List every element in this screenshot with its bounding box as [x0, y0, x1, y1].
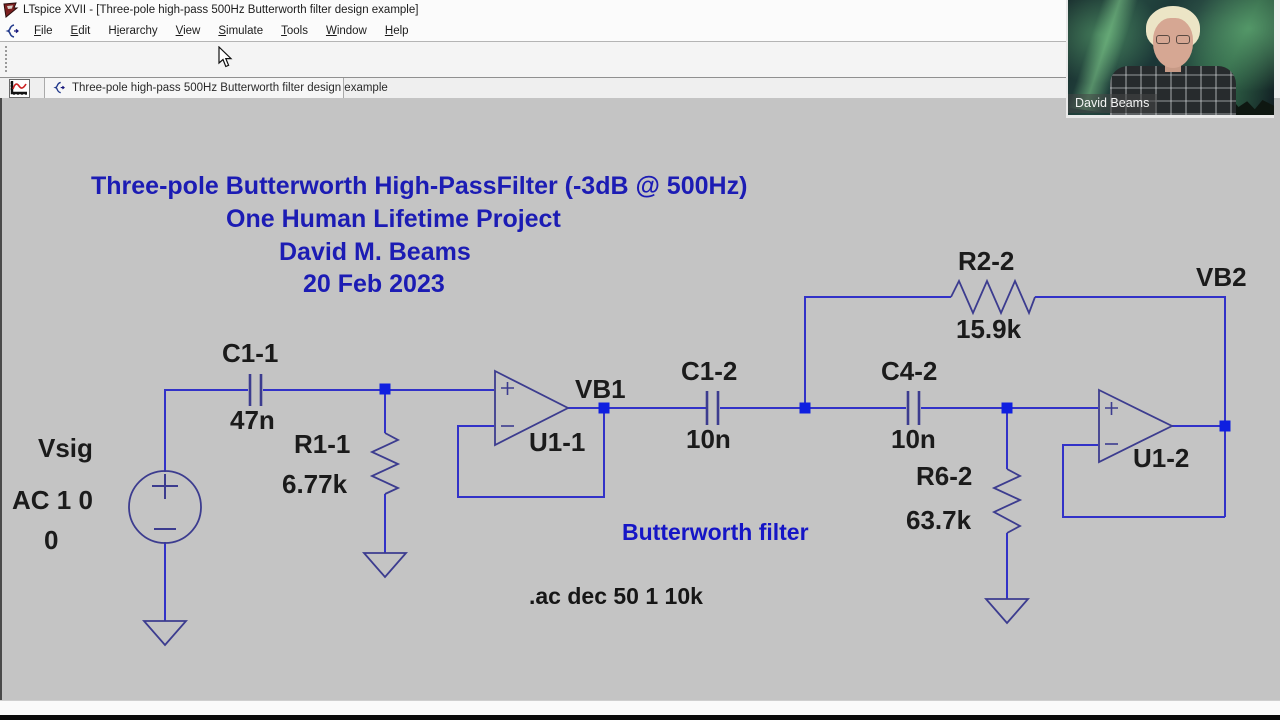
menu-edit[interactable]: Edit — [70, 24, 91, 37]
menu-simulate[interactable]: Simulate — [218, 24, 264, 37]
schematic-title-line4[interactable]: 20 Feb 2023 — [303, 270, 445, 298]
label-r1-1-ref[interactable]: R1-1 — [294, 429, 351, 459]
tab-schematic[interactable]: Three-pole high-pass 500Hz Butterworth f… — [44, 78, 388, 98]
tab-label: Three-pole high-pass 500Hz Butterworth f… — [72, 82, 388, 94]
label-c4-2-ref[interactable]: C4-2 — [881, 356, 938, 386]
menu-bar: File Edit Hierarchy View Simulate Tools Window… — [0, 21, 1280, 42]
webcam-name-tag: David Beams — [1068, 94, 1158, 113]
label-r2-2-value[interactable]: 15.9k — [956, 314, 1022, 344]
menu-view[interactable]: View — [175, 24, 201, 37]
menu-hierarchy[interactable]: Hierarchy — [108, 24, 158, 37]
label-r2-2-ref[interactable]: R2-2 — [958, 246, 1015, 276]
person-shirt — [1110, 66, 1236, 115]
label-r1-1-value[interactable]: 6.77k — [282, 469, 348, 499]
menu-help[interactable]: Help — [384, 24, 409, 37]
mouse-cursor — [218, 46, 233, 68]
status-bar — [0, 700, 1280, 716]
person-glasses — [1156, 35, 1190, 44]
right-edge — [1272, 0, 1280, 98]
window-title: LTspice XVII - [Three-pole high-pass 500… — [23, 4, 419, 16]
schematic-title-line3[interactable]: David M. Beams — [279, 238, 471, 266]
label-net-vb2[interactable]: VB2 — [1196, 262, 1247, 292]
menu-tools[interactable]: Tools — [281, 24, 308, 37]
label-r6-2-value[interactable]: 63.7k — [906, 505, 972, 535]
menu-window[interactable]: Window — [325, 24, 367, 37]
label-r6-2-ref[interactable]: R6-2 — [916, 461, 973, 491]
label-net-vb1[interactable]: VB1 — [575, 374, 626, 404]
ltspice-app-icon — [3, 2, 19, 18]
label-c1-2-value[interactable]: 10n — [686, 424, 731, 454]
label-u1-1-ref[interactable]: U1-1 — [529, 427, 586, 457]
title-bar: LTspice XVII - [Three-pole high-pass 500… — [0, 0, 1280, 21]
label-vsig-ref[interactable]: Vsig — [38, 433, 93, 463]
menu-bar-items: File Edit Hierarchy View Simulate Tools Window… — [25, 23, 418, 40]
spice-directive[interactable]: .ac dec 50 1 10k — [529, 583, 703, 609]
bottom-letterbox — [0, 715, 1280, 720]
label-c1-1-ref[interactable]: C1-1 — [222, 338, 279, 368]
schematic-title-line2[interactable]: One Human Lifetime Project — [226, 205, 561, 233]
label-vsig-value[interactable]: AC 1 0 — [12, 485, 93, 515]
annotation-butterworth[interactable]: Butterworth filter — [622, 519, 809, 545]
toolbar-grip — [5, 46, 7, 72]
webcam-overlay: David Beams — [1066, 0, 1274, 118]
menu-file[interactable]: File — [34, 24, 53, 37]
label-c1-1-value[interactable]: 47n — [230, 405, 275, 435]
label-c4-2-value[interactable]: 10n — [891, 424, 936, 454]
schematic-title-line1[interactable]: Three-pole Butterworth High-PassFilter (… — [91, 172, 748, 200]
label-u1-2-ref[interactable]: U1-2 — [1133, 443, 1190, 473]
label-c1-2-ref[interactable]: C1-2 — [681, 356, 738, 386]
label-vsig-value2[interactable]: 0 — [44, 525, 59, 555]
schematic-doc-icon — [53, 81, 65, 94]
waveform-viewer-icon[interactable] — [9, 79, 30, 98]
schematic-doc-icon — [5, 23, 19, 38]
